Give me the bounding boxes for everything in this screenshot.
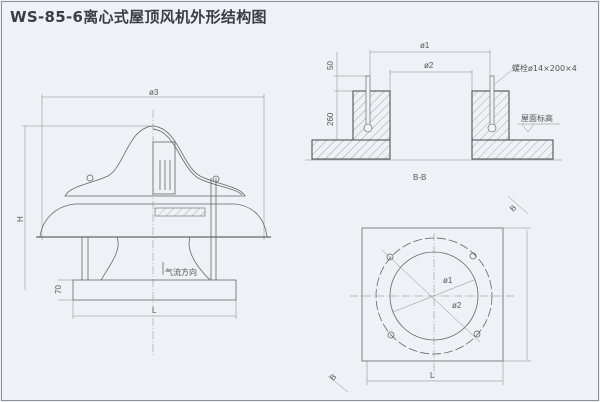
dim-line-d2-diag — [381, 249, 481, 343]
anchor-bolt — [365, 75, 371, 127]
bolt-hole — [473, 330, 481, 338]
fan-base — [72, 279, 237, 301]
dim-label-d3: ø3 — [149, 88, 159, 97]
roof-level-marker-icon — [521, 123, 535, 133]
roof-level-label: 屋面标高 — [521, 113, 553, 123]
curb-left — [352, 90, 391, 141]
roof-slab-left — [311, 139, 391, 160]
drawing-title: WS-85-6离心式屋顶风机外形结构图 — [10, 8, 267, 26]
anchor-bolt-end — [487, 123, 497, 133]
inlet-cone — [188, 236, 211, 281]
dim-line-d1-diag — [392, 279, 475, 313]
bolt-hole — [387, 331, 395, 339]
anchor-bolt — [489, 75, 495, 127]
plan-dim-label-d2: ø2 — [452, 301, 462, 310]
dim-label-l: L — [152, 306, 157, 315]
inlet-cone — [100, 236, 119, 281]
dim-label-d2: ø2 — [424, 61, 434, 70]
anchor-bolt-end — [363, 123, 373, 133]
bolt-hole — [469, 252, 477, 260]
lifting-eye — [86, 174, 94, 182]
fan-side-view: ø3 H — [16, 88, 271, 355]
plan-dim-label-l: L — [430, 371, 435, 380]
dim-label-h: H — [16, 216, 25, 222]
impeller — [154, 207, 206, 217]
section-cut-mark — [327, 375, 349, 393]
hood-inner-line — [152, 128, 243, 196]
section-label: B-B — [413, 173, 426, 182]
airflow-label: 气流方向 — [165, 267, 197, 277]
plan-dim-label-d1: ø1 — [443, 276, 453, 285]
dim-label-d1: ø1 — [420, 41, 430, 50]
dim-label-70: 70 — [54, 285, 63, 294]
section-mark-bottom: B — [328, 372, 338, 382]
dim-label-50: 50 — [326, 61, 335, 70]
section-b-b-view: ø1 ø2 50 260 螺栓ø14×200×4 屋面 — [305, 41, 577, 182]
opening-circle — [389, 251, 479, 341]
bolt-circle — [375, 237, 493, 355]
dim-label-260: 260 — [326, 112, 335, 126]
base-plate-outline — [361, 227, 504, 362]
plan-view: ø1 ø2 L B B — [327, 195, 531, 393]
section-cut-mark — [507, 195, 529, 215]
fan-skirt — [39, 203, 268, 238]
bolt-leader — [494, 69, 513, 85]
roof-slab-right — [471, 139, 554, 160]
bolt-label: 螺栓ø14×200×4 — [512, 63, 577, 73]
motor — [152, 141, 176, 195]
section-mark-top: B — [508, 203, 518, 213]
bolt-hole — [386, 253, 394, 261]
